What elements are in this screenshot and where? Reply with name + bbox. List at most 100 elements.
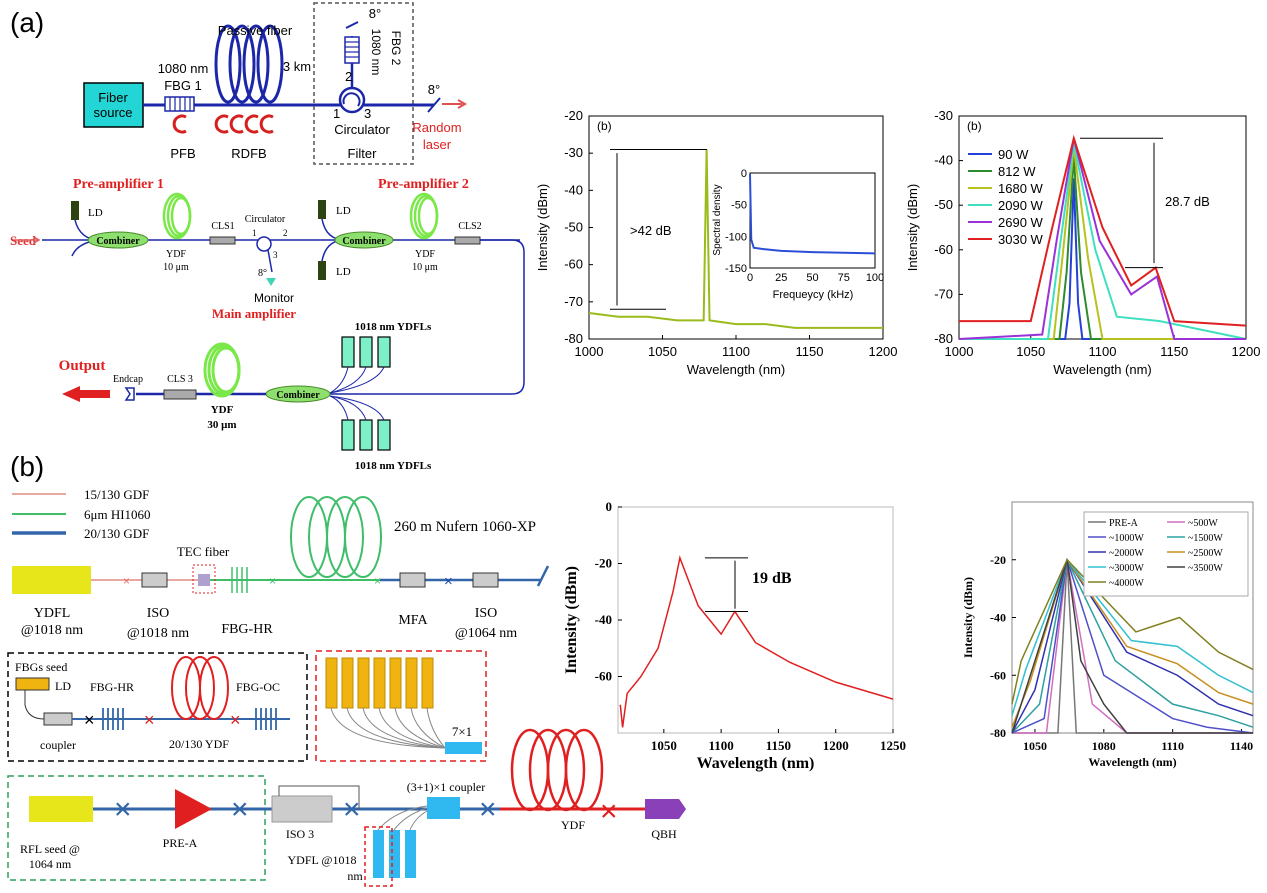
y-axis-label: Intensity (dBm) xyxy=(905,184,920,271)
ydfls-bottom-label: 1018 nm YDFLs xyxy=(355,460,432,472)
cls-3 xyxy=(163,389,197,400)
series-line xyxy=(588,149,883,329)
x-tick-label: 1200 xyxy=(823,738,849,753)
panel-a-label: (a) xyxy=(10,7,44,38)
iso-1064 xyxy=(472,572,499,588)
series-line xyxy=(959,178,1246,340)
x-tick-label: 1200 xyxy=(869,344,898,359)
x-tick-label: 1000 xyxy=(575,344,604,359)
series-line xyxy=(1011,558,1254,728)
inset-x-tick-label: 25 xyxy=(775,272,787,284)
y-tick-label: -40 xyxy=(564,182,583,197)
cls-1 xyxy=(209,236,236,245)
mid-port-1: 1 xyxy=(252,228,257,238)
svg-text:×: × xyxy=(479,793,497,826)
passive-fiber-label: Passive fiber xyxy=(218,23,293,38)
chart-panel-label: (b) xyxy=(967,119,982,133)
fbg1-wavelength: 1080 nm xyxy=(158,61,209,76)
legend-label: 812 W xyxy=(998,164,1036,179)
legend-label: 1680 W xyxy=(998,181,1044,196)
svg-text:×: × xyxy=(231,793,249,826)
legend-hi1060: 6μm HI1060 xyxy=(84,507,151,522)
coupler-31 xyxy=(427,797,460,819)
circulator-label: Circulator xyxy=(334,122,390,137)
x-tick-label: 1250 xyxy=(880,738,906,753)
series-line xyxy=(1011,557,1254,734)
x-axis-label: Wavelength (nm) xyxy=(1053,362,1152,377)
x-tick-label: 1200 xyxy=(1232,344,1261,359)
combiner-3-label: Combiner xyxy=(276,390,320,401)
ydfls-top-label: 1018 nm YDFLs xyxy=(355,321,432,333)
y-tick-label: -30 xyxy=(564,145,583,160)
mfa-label: MFA xyxy=(398,613,428,628)
series-line xyxy=(619,555,894,728)
combiner-2 xyxy=(334,231,394,249)
fbg2-wavelength: 1080 nm xyxy=(369,29,383,76)
y-tick-label: -30 xyxy=(934,108,953,123)
nufern-label: 260 m Nufern 1060-XP xyxy=(394,519,536,535)
series-line xyxy=(1011,558,1254,716)
ydf-2-label: YDF xyxy=(415,249,435,260)
legend-label: ~500W xyxy=(1188,518,1218,529)
legend-label: 2690 W xyxy=(998,215,1044,230)
iso-1064-label-1: ISO xyxy=(475,606,498,621)
x-tick-label: 1050 xyxy=(651,738,677,753)
fiber-source-label-2: source xyxy=(93,105,132,120)
panel-b-schematic: (b) 15/130 GDF 6μm HI1060 20/130 GDF × T… xyxy=(7,451,686,887)
fbg1-label: FBG 1 xyxy=(164,78,202,93)
x-axis-label: Wavelength (nm) xyxy=(1088,755,1176,769)
x-tick-label: 1050 xyxy=(648,344,677,359)
svg-text:×: × xyxy=(84,710,95,730)
cls-2-label: CLS2 xyxy=(458,221,481,232)
x-tick-label: 1110 xyxy=(1161,739,1184,753)
output-label: Output xyxy=(59,358,106,374)
port-3-label: 3 xyxy=(364,106,371,121)
filter-label: Filter xyxy=(348,146,378,161)
pre-amp-1-title: Pre-amplifier 1 xyxy=(73,177,164,192)
filter-box xyxy=(313,2,414,165)
ydfl-1018-marker xyxy=(364,826,393,887)
feedback-arrows xyxy=(172,114,274,134)
ydf-1-core: 10 μm xyxy=(163,262,189,273)
x-tick-label: 1100 xyxy=(722,344,750,359)
inset-x-tick-label: 100 xyxy=(866,272,884,284)
iso-1018-label-2: @1018 nm xyxy=(127,626,189,641)
panel-b-label: (b) xyxy=(10,451,44,482)
inset-x-label: Frequeycy (kHz) xyxy=(773,289,854,301)
cls-3-label: CLS 3 xyxy=(167,374,193,385)
y-tick-label: -60 xyxy=(595,669,612,684)
fbg-hr-label: FBG-HR xyxy=(221,622,273,637)
pre-a-amp xyxy=(175,789,212,829)
final-ydf-label: YDF xyxy=(561,818,585,832)
legend-label: ~4000W xyxy=(1109,578,1144,589)
fiber-source-box xyxy=(83,82,144,128)
output-arrow xyxy=(62,386,110,402)
pre-a-label: PRE-A xyxy=(163,836,198,850)
ld-2 xyxy=(318,200,326,219)
box-ydf-coil xyxy=(171,656,229,720)
mid-angle: 8° xyxy=(258,268,267,279)
panel-a-top: (a) Fiber source 1080 nm FBG 1 Passive f… xyxy=(10,2,468,165)
ydfl-1018-bank xyxy=(373,830,416,878)
ld-1 xyxy=(71,201,79,220)
y-axis-label: Intensity (dBm) xyxy=(961,577,975,658)
y-tick-label: -40 xyxy=(990,611,1006,625)
ydf-2-core: 10 μm xyxy=(412,262,438,273)
fbg2-label: FBG 2 xyxy=(389,31,403,66)
rfl-seed-box xyxy=(7,775,266,881)
iso-1018 xyxy=(141,572,168,588)
y-tick-label: -60 xyxy=(934,242,953,257)
x-tick-label: 1140 xyxy=(1230,739,1253,753)
legend-label: ~3000W xyxy=(1109,563,1144,574)
rdfb-label: RDFB xyxy=(231,146,266,161)
legend-label: PRE-A xyxy=(1109,518,1139,529)
svg-text:×: × xyxy=(343,793,361,826)
random-laser-label-2: laser xyxy=(423,137,452,152)
x-axis-label: Wavelength (nm) xyxy=(687,362,786,377)
ld-1-label: LD xyxy=(88,207,103,219)
box-fbg-hr-label: FBG-HR xyxy=(90,680,134,694)
tec-fiber-box xyxy=(192,564,216,594)
mid-port-2: 2 xyxy=(283,228,288,238)
ydf-3-label: YDF xyxy=(211,404,234,416)
